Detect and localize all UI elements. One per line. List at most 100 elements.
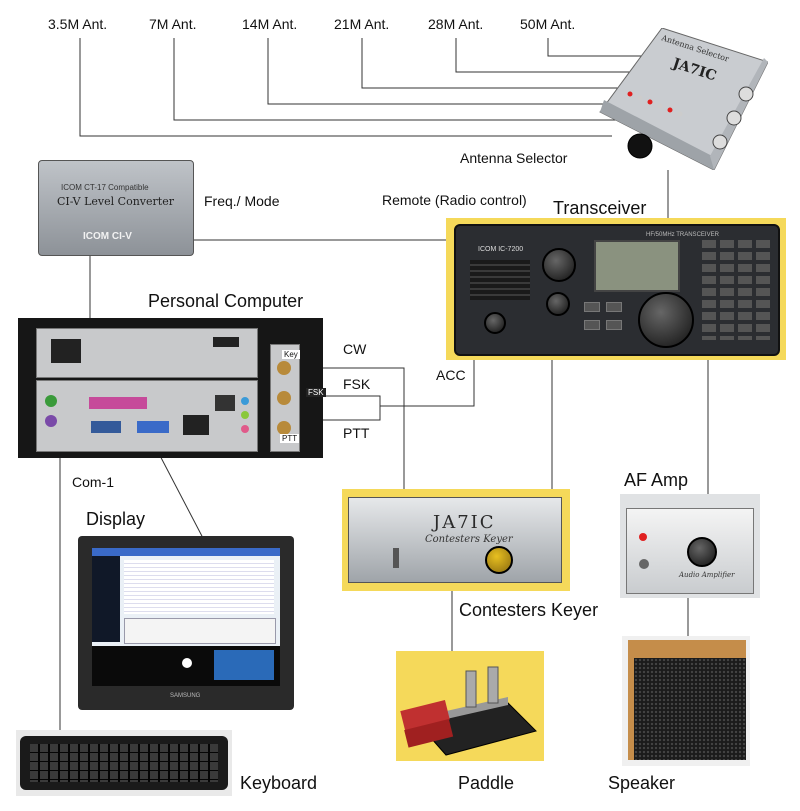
remote-label: Remote (Radio control) <box>382 192 527 208</box>
mic-jack <box>484 312 506 334</box>
keyer-name: Contesters Keyer <box>425 534 513 545</box>
keypad-buttons <box>702 240 772 340</box>
keyboard-label: Keyboard <box>240 773 318 793</box>
volume-knob <box>687 537 717 567</box>
wire-14m <box>267 38 628 105</box>
wire-50m <box>547 38 652 57</box>
keyboard-device <box>16 730 232 796</box>
ts-button <box>606 302 622 312</box>
civ-text-compat: ICOM CT-17 Compatible <box>61 183 149 192</box>
antenna-label-3p5m: 3.5M Ant. <box>48 16 108 32</box>
civ-text-brand: ICOM CI-V <box>83 231 132 242</box>
keyer-box: JA7IC Contesters Keyer <box>348 497 562 583</box>
bandmap-pane <box>92 556 120 642</box>
antenna-label-21m: 21M Ant. <box>334 16 390 32</box>
antenna-selector-device: Antenna Selector JA7IC <box>596 27 769 171</box>
transceiver-device: ICOM IC-7200 HF/50MHz TRANSCEIVER <box>446 218 786 360</box>
antenna-selector-illustration <box>599 27 769 171</box>
speed-knob <box>485 546 513 574</box>
audio-line-in <box>241 397 249 405</box>
ptt-jack <box>277 421 291 435</box>
speaker-device <box>622 636 750 766</box>
mode-button <box>584 302 600 312</box>
speaker-grille <box>470 260 530 300</box>
com1-serial-port <box>91 421 121 433</box>
power-led <box>639 533 647 541</box>
main-dial-knob <box>638 292 694 348</box>
contesters-keyer-label: Contesters Keyer <box>459 600 599 620</box>
contesters-keyer-device: JA7IC Contesters Keyer <box>342 489 570 591</box>
speaker-label: Speaker <box>608 773 676 793</box>
transceiver-lcd <box>594 240 680 292</box>
lan-port <box>215 395 235 411</box>
ps2-keyboard-port <box>45 415 57 427</box>
com1-label: Com-1 <box>72 474 115 490</box>
personal-computer-device: Key FSK PTT <box>18 318 326 458</box>
usb-ports <box>183 415 209 435</box>
transceiver-model: HF/50MHz TRANSCEIVER <box>646 232 719 238</box>
antenna-label-50m: 50M Ant. <box>520 16 576 32</box>
wire-ptt <box>300 406 381 421</box>
entry-pane <box>124 618 276 644</box>
af-rf-knob <box>546 292 570 316</box>
cw-label: CW <box>343 341 367 357</box>
pc-ptt-tag: PTT <box>280 434 300 443</box>
antenna-label-28m: 28M Ant. <box>428 16 484 32</box>
twin-pbt-knob <box>542 248 576 282</box>
pc-fsk-tag: FSK <box>306 388 326 397</box>
key-jack <box>277 361 291 375</box>
wire-21m <box>361 38 636 89</box>
wire-pc-display <box>155 447 205 541</box>
pc-io-panel <box>36 380 258 452</box>
audio-mic <box>241 425 249 433</box>
transceiver-label: Transceiver <box>553 198 647 218</box>
antenna-label-14m: 14M Ant. <box>242 16 298 32</box>
paddle-device <box>396 651 544 761</box>
ptt-label: PTT <box>343 425 370 441</box>
status-pane <box>214 650 274 680</box>
pc-key-tag: Key <box>282 350 300 359</box>
af-amp-label: AF Amp <box>624 470 689 490</box>
af-amp-name: Audio Amplifier <box>679 571 735 579</box>
speaker-cabinet <box>628 640 746 760</box>
power-inlet <box>51 339 81 363</box>
ps2-mouse-port <box>45 395 57 407</box>
paddle-label: Paddle <box>458 773 515 793</box>
af-amp-box: Audio Amplifier <box>626 508 754 594</box>
logging-window-titlebar <box>92 548 280 556</box>
pc-psu-panel <box>36 328 258 378</box>
display-label: Display <box>86 509 146 529</box>
wire-cw <box>300 367 405 492</box>
fsk-label: FSK <box>343 376 371 392</box>
vga-port <box>137 421 169 433</box>
wire-3p5m <box>79 38 612 137</box>
keyboard-keys <box>30 744 218 782</box>
civ-text-title: CI-V Level Converter <box>57 195 174 208</box>
fsk-jack <box>277 391 291 405</box>
filter-button <box>606 320 622 330</box>
display-device: SAMSUNG <box>78 536 294 710</box>
phone-jack <box>639 559 649 569</box>
acc-label: ACC <box>436 367 466 383</box>
freq-mode-label: Freq./ Mode <box>204 193 280 209</box>
parallel-port <box>89 397 147 409</box>
audio-line-out <box>241 411 249 419</box>
antenna-selector-label: Antenna Selector <box>460 150 568 166</box>
display-brand: SAMSUNG <box>170 693 201 699</box>
af-amp-device: Audio Amplifier <box>620 494 760 598</box>
power-switch <box>213 337 239 347</box>
keyer-brand: JA7IC <box>433 512 496 533</box>
personal-computer-label: Personal Computer <box>148 291 304 311</box>
log-list-pane <box>124 560 274 614</box>
display-screen <box>92 548 280 686</box>
spectrum-marker <box>182 658 192 668</box>
transceiver-brand: ICOM IC-7200 <box>478 246 524 253</box>
spectrum-pane <box>92 646 280 686</box>
antenna-label-7m: 7M Ant. <box>149 16 197 32</box>
civ-level-converter: ICOM CT-17 Compatible CI-V Level Convert… <box>38 160 194 256</box>
speaker-grill <box>634 658 746 760</box>
paddle-illustration <box>400 666 537 756</box>
wire-7m <box>173 38 620 121</box>
transceiver-front-panel: ICOM IC-7200 HF/50MHz TRANSCEIVER <box>454 224 780 356</box>
